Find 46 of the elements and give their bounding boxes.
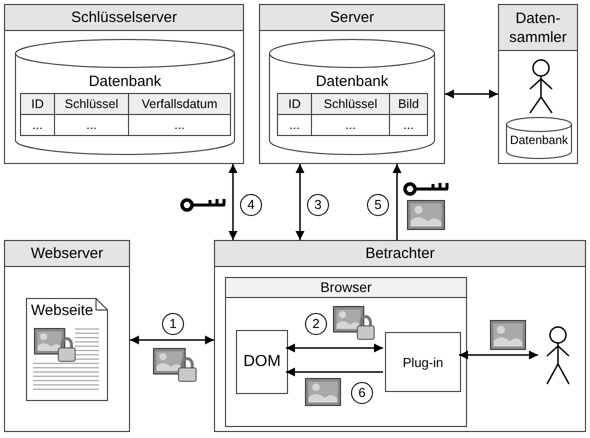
database-cylinder bbox=[506, 117, 572, 159]
double-arrow bbox=[459, 350, 538, 360]
group-header: Webserver bbox=[5, 241, 129, 267]
process-box: DOM bbox=[236, 330, 288, 394]
database-label: Datenbank bbox=[314, 73, 390, 90]
step-number: 4 bbox=[240, 194, 262, 216]
document-shape bbox=[26, 298, 108, 401]
double-arrow bbox=[286, 344, 383, 352]
document-title: Webseite bbox=[31, 302, 94, 319]
group-panel bbox=[4, 4, 244, 164]
table-header-cell: ID bbox=[20, 94, 54, 114]
database-cylinder bbox=[269, 39, 435, 155]
process-box: Plug-in bbox=[385, 332, 461, 392]
double-arrow bbox=[296, 164, 304, 240]
table-cell: ... bbox=[128, 114, 230, 136]
group-panel bbox=[214, 240, 586, 432]
arrow bbox=[392, 164, 402, 240]
double-arrow bbox=[130, 336, 214, 344]
table-header-cell: Bild bbox=[390, 94, 428, 114]
subgroup-panel bbox=[225, 277, 467, 427]
database-label: Datenbank bbox=[88, 73, 162, 90]
double-arrow bbox=[445, 90, 498, 98]
table-header-cell: ID bbox=[278, 94, 312, 114]
group-header: Betrachter bbox=[215, 241, 585, 267]
table-cell: ... bbox=[390, 114, 428, 136]
step-number: 1 bbox=[162, 313, 184, 335]
group-header: Browser bbox=[226, 278, 466, 298]
step-number: 3 bbox=[307, 194, 329, 216]
database-cylinder bbox=[15, 39, 235, 155]
database-label: Datenbank bbox=[508, 133, 570, 147]
arrow bbox=[286, 368, 383, 376]
table-cell: ... bbox=[20, 114, 54, 136]
step-number: 5 bbox=[367, 194, 389, 216]
table-cell: ... bbox=[312, 114, 390, 136]
double-arrow bbox=[228, 164, 238, 240]
table-cell: ... bbox=[278, 114, 312, 136]
group-header: Daten- sammler bbox=[499, 5, 577, 51]
group-header: Server bbox=[260, 5, 444, 31]
table-header-cell: Schlüssel bbox=[54, 94, 128, 114]
group-panel bbox=[498, 4, 578, 164]
group-panel bbox=[4, 240, 130, 432]
table-header-cell: Verfallsdatum bbox=[128, 94, 230, 114]
table-cell: ... bbox=[54, 114, 128, 136]
group-panel bbox=[259, 4, 445, 164]
group-header: Schlüsselserver bbox=[5, 5, 243, 31]
table-header-cell: Schlüssel bbox=[312, 94, 390, 114]
